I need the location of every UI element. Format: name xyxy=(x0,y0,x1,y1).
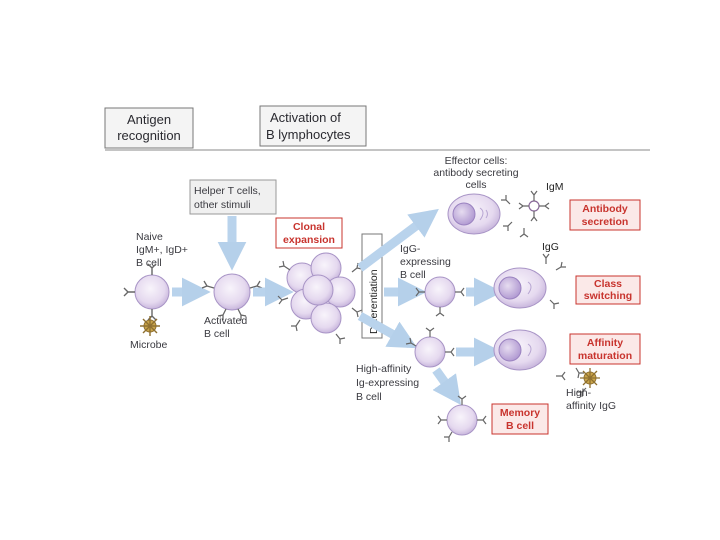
svg-text:High-affinity: High-affinity xyxy=(356,363,412,375)
class-switching-box: Class switching xyxy=(575,275,641,305)
svg-text:antibody secreting: antibody secreting xyxy=(433,167,518,179)
high-affinity-label: High-affinity Ig-expressing B cell xyxy=(356,363,419,403)
naive-b-cell-label: Naive IgM+, IgD+ B cell xyxy=(136,231,188,269)
affinity-maturation-box: Affinity maturation xyxy=(569,333,641,365)
svg-text:IgG-: IgG- xyxy=(400,243,421,255)
microbe-icon xyxy=(140,316,160,336)
svg-text:Activation of: Activation of xyxy=(270,110,341,125)
activated-b-cell xyxy=(201,273,263,320)
svg-text:maturation: maturation xyxy=(578,350,632,362)
activated-b-cell-label: Activated B cell xyxy=(204,315,247,340)
memory-b-cell-box: Memory B cell xyxy=(491,403,549,435)
igm-pentamer-icon xyxy=(501,190,550,238)
naive-b-cell xyxy=(123,263,170,321)
svg-text:Antibody: Antibody xyxy=(582,203,628,215)
svg-text:expressing: expressing xyxy=(400,256,451,268)
helper-t-cells-box: Helper T cells, other stimuli xyxy=(189,179,277,215)
arrow-to-effector xyxy=(357,208,439,272)
microbe-label: Microbe xyxy=(130,339,168,351)
svg-text:Affinity: Affinity xyxy=(587,337,623,349)
svg-text:High-: High- xyxy=(566,387,592,399)
activation-header: Activation of B lymphocytes xyxy=(259,105,367,147)
antigen-recognition-header: Antigen recognition xyxy=(104,107,194,149)
svg-text:B cell: B cell xyxy=(136,257,162,269)
svg-text:IgM+, IgD+: IgM+, IgD+ xyxy=(136,244,188,256)
antibody-secretion-box: Antibody secretion xyxy=(569,199,641,231)
arrow-to-memory xyxy=(432,367,462,406)
plasma-cell xyxy=(447,193,501,235)
svg-text:Class: Class xyxy=(594,278,622,290)
igg-expressing-b-cell-label: IgG- expressing B cell xyxy=(400,243,451,281)
svg-text:secretion: secretion xyxy=(582,216,629,228)
arrow-to-high-affinity xyxy=(357,312,418,349)
svg-text:B lymphocytes: B lymphocytes xyxy=(266,127,351,142)
high-affinity-plasma-cell xyxy=(493,329,547,371)
svg-text:Ig-expressing: Ig-expressing xyxy=(356,377,419,389)
igg-label: IgG xyxy=(542,241,559,253)
clonal-expansion-label: Clonal expansion xyxy=(275,217,343,249)
svg-text:other stimuli: other stimuli xyxy=(194,199,251,211)
svg-text:B cell: B cell xyxy=(356,391,382,403)
svg-text:expansion: expansion xyxy=(283,234,335,246)
high-affinity-igg-complex xyxy=(556,367,600,397)
svg-text:Antigen: Antigen xyxy=(127,112,171,127)
igm-label: IgM xyxy=(546,181,564,193)
igg-b-cell xyxy=(415,276,465,317)
high-affinity-igg-label: High- affinity IgG xyxy=(566,387,616,412)
igg-antibody-icons xyxy=(542,253,566,309)
effector-cells-label: Effector cells: antibody secreting cells xyxy=(433,155,518,191)
clonal-expansion-cells xyxy=(277,252,363,344)
svg-text:Clonal: Clonal xyxy=(293,221,325,233)
svg-text:affinity IgG: affinity IgG xyxy=(566,400,616,412)
igg-plasma-cell xyxy=(493,267,547,309)
svg-text:cells: cells xyxy=(465,179,486,191)
svg-text:Memory: Memory xyxy=(500,407,540,419)
svg-text:B cell: B cell xyxy=(506,420,534,432)
memory-b-cell xyxy=(437,395,487,442)
high-affinity-b-cell xyxy=(405,327,455,368)
svg-text:B cell: B cell xyxy=(400,269,426,281)
svg-text:switching: switching xyxy=(584,290,632,302)
svg-text:Helper T cells,: Helper T cells, xyxy=(194,185,261,197)
svg-text:Activated: Activated xyxy=(204,315,247,327)
svg-text:Effector cells:: Effector cells: xyxy=(445,155,508,167)
svg-text:Naive: Naive xyxy=(136,231,163,243)
svg-text:recognition: recognition xyxy=(117,128,181,143)
svg-text:B cell: B cell xyxy=(204,328,230,340)
